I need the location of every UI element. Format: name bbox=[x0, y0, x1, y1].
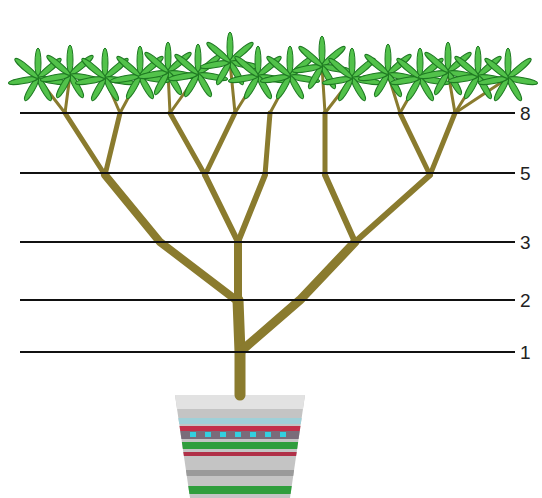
level-number: 8 bbox=[520, 104, 531, 123]
level-number: 5 bbox=[520, 164, 531, 183]
level-number: 1 bbox=[520, 343, 531, 362]
level-lines bbox=[20, 113, 515, 352]
leaf-clusters bbox=[8, 32, 538, 102]
tree-branches bbox=[38, 62, 508, 395]
level-number: 3 bbox=[520, 233, 531, 252]
flower-pot bbox=[170, 395, 310, 498]
level-number: 2 bbox=[520, 291, 531, 310]
